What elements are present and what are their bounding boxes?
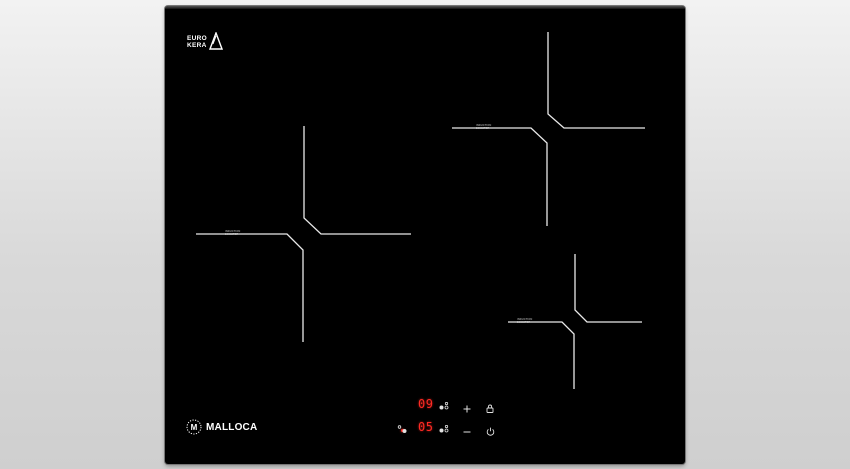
- svg-text:M: M: [191, 423, 198, 432]
- plus-icon: [463, 405, 471, 413]
- zone-select-button-bottom[interactable]: [439, 425, 449, 434]
- minus-button[interactable]: [463, 428, 471, 436]
- timer-display: 09: [418, 397, 434, 411]
- left-zone-mark-top: [303, 126, 411, 235]
- cooktop-surface: INDUCTION BOOSTER INDUCTION BOOSTER INDU…: [165, 6, 685, 464]
- zone-select-icon: [439, 402, 449, 410]
- top-right-cooking-zone[interactable]: [452, 32, 645, 226]
- power-level-display: 05: [418, 420, 434, 434]
- brand-name: MALLOCA: [206, 421, 258, 433]
- zone-select-icon: [439, 425, 449, 433]
- top-right-zone-mark-bottom: [452, 127, 548, 226]
- zone-markings: [196, 32, 645, 389]
- malloca-emblem-icon: M: [186, 419, 202, 435]
- left-zone-mark-bottom: [196, 233, 304, 342]
- power-icon: [486, 427, 495, 436]
- bottom-right-zone-mark-top: [574, 254, 642, 323]
- bottom-right-cooking-zone[interactable]: [508, 254, 642, 389]
- left-zone-label: INDUCTION BOOSTER: [225, 230, 241, 236]
- lock-icon: [486, 404, 494, 413]
- active-zone-indicator: [401, 429, 404, 432]
- zone-select-icon: [397, 425, 407, 433]
- minus-icon: [463, 431, 471, 433]
- power-button[interactable]: [486, 427, 495, 436]
- bottom-right-zone-mark-bottom: [508, 321, 575, 389]
- touch-control-panel: 09 05: [395, 394, 505, 444]
- child-lock-button[interactable]: [486, 404, 494, 413]
- eurokera-logo: EURO KERA: [187, 32, 227, 54]
- logo-mark-icon: [209, 32, 223, 50]
- bottom-right-zone-label: INDUCTION BOOSTER: [517, 318, 533, 324]
- zone-select-button-left[interactable]: [397, 425, 407, 434]
- left-cooking-zone[interactable]: [196, 126, 411, 342]
- top-right-zone-label: INDUCTION BOOSTER: [476, 124, 492, 130]
- zone-select-button-top[interactable]: [439, 402, 449, 411]
- malloca-brand: M MALLOCA: [186, 418, 257, 436]
- plus-button[interactable]: [463, 405, 471, 413]
- top-right-zone-mark-top: [547, 32, 645, 129]
